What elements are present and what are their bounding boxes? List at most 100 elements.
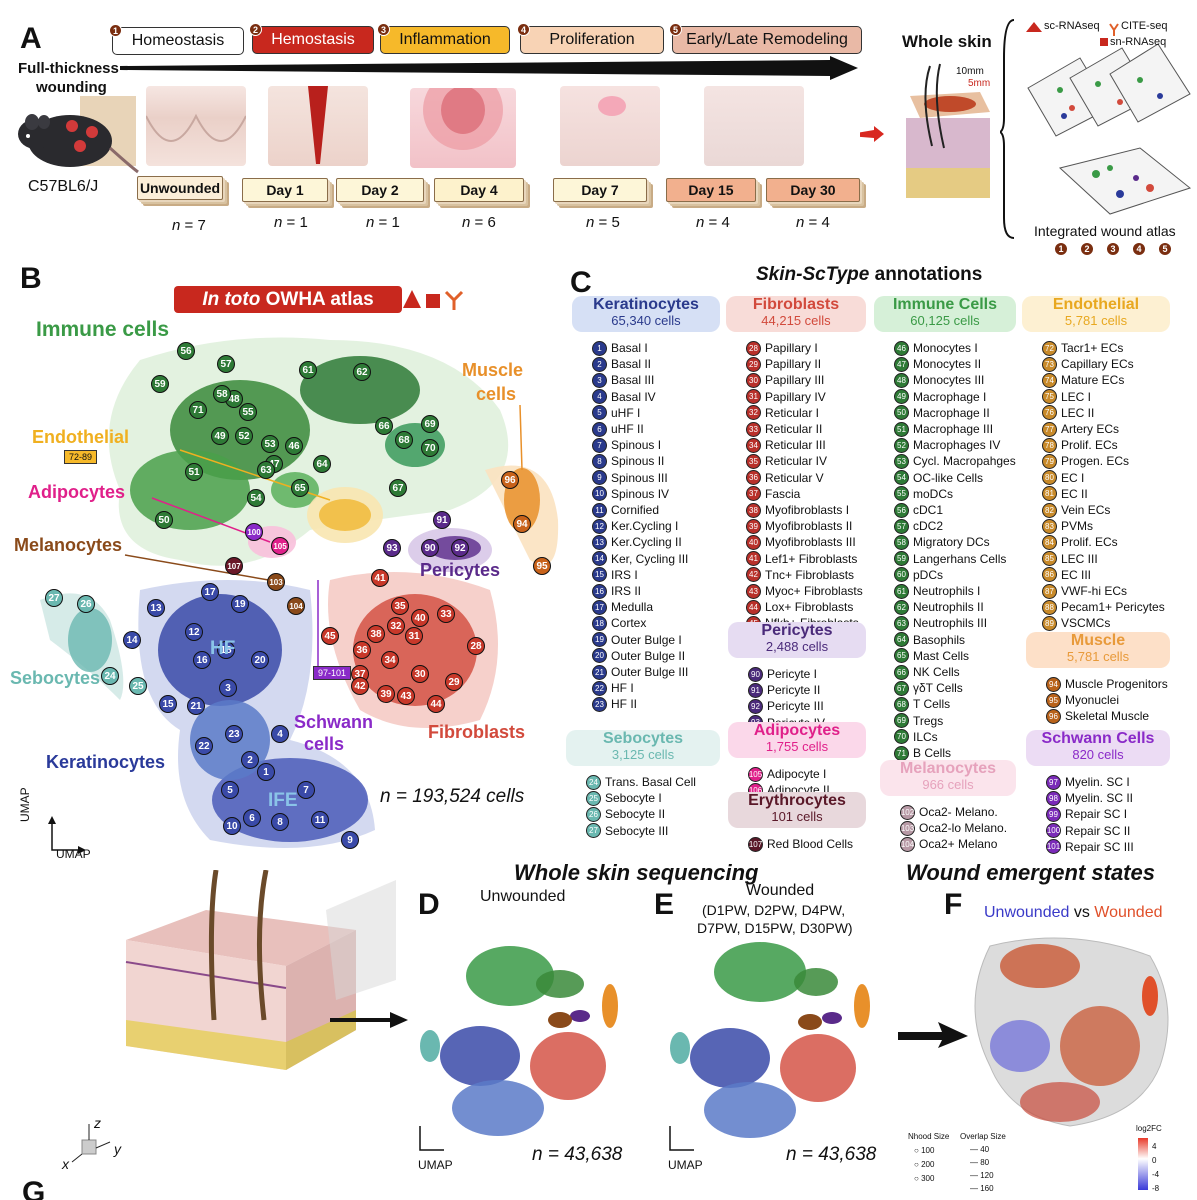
panel-f-letter: F — [944, 888, 963, 921]
cluster-number-badge: 74 — [1042, 372, 1057, 388]
panel-c-letter: C — [570, 266, 592, 299]
cluster-marker: 2 — [241, 751, 259, 769]
cluster-number-badge: 61 — [894, 583, 909, 599]
cluster-number-badge: 101 — [1046, 839, 1061, 855]
stage-homeostasis: 1 Homeostasis — [109, 24, 244, 55]
wound-emergent-graph — [974, 937, 1169, 1127]
cluster-number-badge: 4 — [592, 389, 607, 405]
cluster-marker: 36 — [353, 641, 371, 659]
category-name: Pericytes — [761, 622, 833, 639]
category-name: Immune Cells — [892, 296, 998, 313]
cluster-label: Repair SC I — [1065, 807, 1128, 822]
cluster-number-badge: 53 — [894, 453, 909, 469]
n-day1: n = 1 — [274, 214, 308, 231]
cluster-label: Macrophage II — [913, 405, 990, 420]
cluster-label: Red Blood Cells — [767, 837, 854, 851]
cluster-label: cDC2 — [913, 519, 944, 534]
day-card-unwounded: Unwounded — [137, 176, 223, 200]
cluster-label: Reticular II — [765, 422, 823, 436]
cluster-marker: 22 — [195, 737, 213, 755]
cluster-number-badge: 100 — [1046, 823, 1061, 839]
cluster-marker: 59 — [151, 375, 169, 393]
cluster-marker: 58 — [213, 385, 231, 403]
cluster-label: Prolif. ECs — [1061, 438, 1118, 453]
cluster-label: Reticular I — [765, 405, 820, 420]
cluster-marker: 107 — [225, 557, 243, 575]
cluster-label: Cortex — [611, 616, 647, 631]
cluster-number-badge: 27 — [586, 823, 601, 839]
cluster-marker: 35 — [391, 597, 409, 615]
cluster-marker: 27 — [45, 589, 63, 607]
stage-label: Proliferation — [549, 31, 635, 48]
cluster-number-badge: 36 — [746, 470, 761, 486]
cluster-number-badge: 76 — [1042, 405, 1057, 421]
cluster-label: Tacr1+ ECs — [1061, 341, 1124, 355]
cluster-number-badge: 13 — [592, 534, 607, 550]
cluster-marker: 24 — [101, 667, 119, 685]
mouse-illustration — [18, 96, 139, 174]
cluster-marker: 100 — [245, 523, 263, 541]
cluster-label: Sebocyte III — [605, 823, 669, 838]
day-card-day2: Day 2 — [336, 178, 424, 202]
cluster-label: Myofibroblasts II — [765, 519, 853, 534]
category-count: 2,488 cells — [765, 639, 829, 654]
cluster-number-badge: 7 — [592, 437, 607, 453]
category-name: Endothelial — [1052, 296, 1140, 313]
cluster-marker: 41 — [371, 569, 389, 587]
cluster-marker: 10 — [223, 817, 241, 835]
cluster-marker: 1 — [257, 763, 275, 781]
cluster-number-badge: 23 — [592, 696, 607, 712]
cluster-number-badge: 91 — [748, 682, 763, 698]
cluster-marker: 92 — [451, 539, 469, 557]
nhood-legend-200: ○ 200 — [914, 1160, 935, 1169]
category-count: 5,781 cells — [1066, 649, 1130, 664]
cluster-marker: 11 — [311, 811, 329, 829]
stage-label: Early/Late Remodeling — [686, 31, 848, 48]
panel-a-letter: A — [20, 22, 42, 55]
n-day15: n = 4 — [696, 214, 730, 231]
cluster-number-badge: 81 — [1042, 486, 1057, 502]
panel-g-letter: G — [22, 1176, 46, 1200]
cluster-marker: 5 — [221, 781, 239, 799]
cluster-number-badge: 98 — [1046, 790, 1061, 806]
category-count: 5,781 cells — [1064, 313, 1128, 328]
category-count: 966 cells — [922, 777, 974, 792]
cluster-marker: 45 — [321, 627, 339, 645]
cluster-label: Myofibroblasts I — [765, 503, 850, 517]
cluster-marker: 69 — [421, 415, 439, 433]
legend-sn-rnaseq: sn-RNAseq — [1110, 36, 1167, 48]
cluster-label: Prolif. ECs — [1061, 535, 1118, 550]
cluster-number-badge: 37 — [746, 486, 761, 502]
axis-z-label: z — [94, 1115, 101, 1131]
tissue-day15-image — [704, 86, 804, 166]
category-name: Keratinocytes — [593, 296, 699, 313]
cluster-number-badge: 69 — [894, 713, 909, 729]
legend-sc-rnaseq: sc-RNAseq — [1044, 20, 1100, 32]
cluster-number-badge: 105 — [748, 766, 763, 782]
unwounded-umap-plot — [419, 946, 618, 1151]
cluster-number-badge: 64 — [894, 632, 909, 648]
whole-skin-block-illustration — [860, 63, 990, 198]
label-fibroblasts: Fibroblasts — [428, 722, 526, 742]
cluster-label: Basophils — [913, 632, 966, 647]
